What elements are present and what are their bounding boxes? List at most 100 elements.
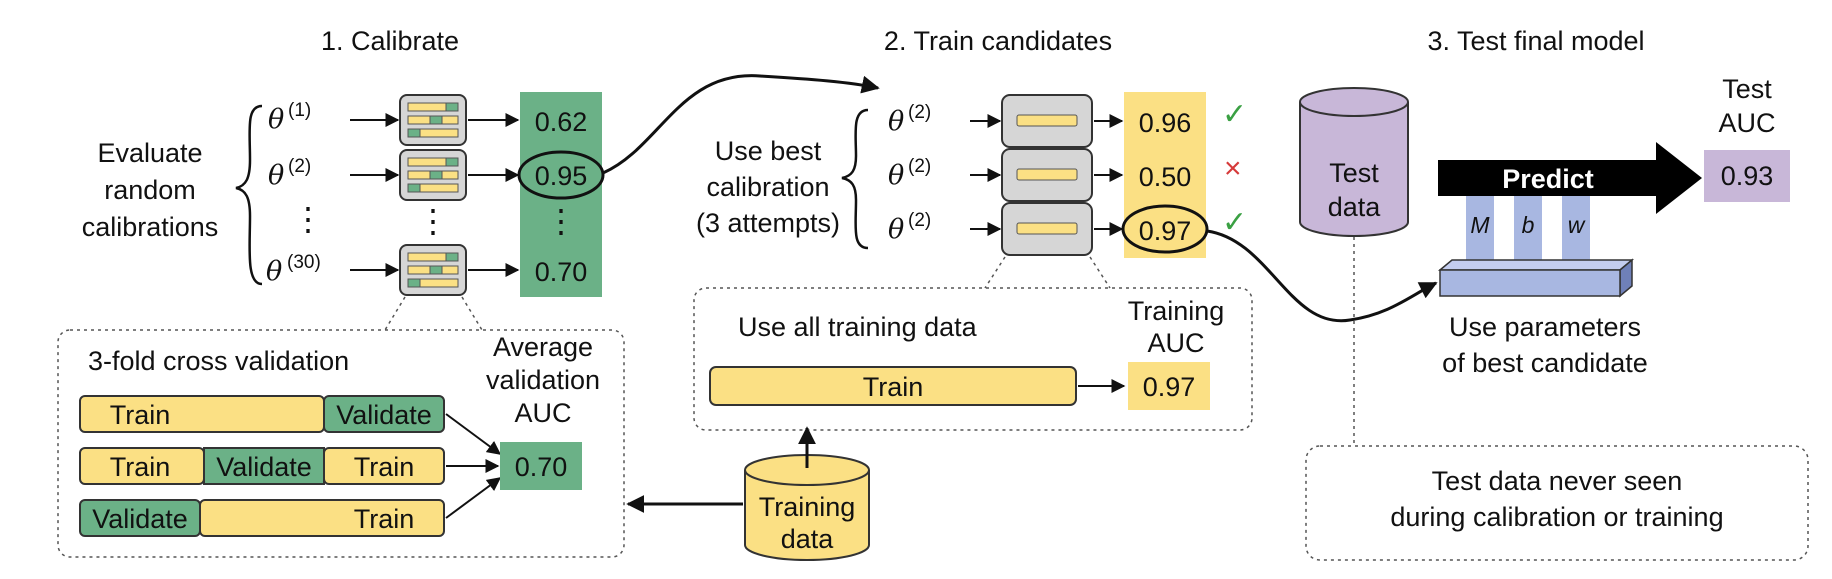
training-data-label-2: data [781,524,835,554]
train-theta-1-symbol: θ [888,106,904,137]
use-best-line-1: Use best [715,136,822,166]
test-auc-box [1704,150,1790,202]
theta-2-index: (2) [288,156,311,177]
param-strip-m [1466,193,1494,265]
training-auc-label-1: Training [1128,296,1225,326]
test-auc-value: 0.93 [1721,161,1774,191]
cv-box [57,329,625,558]
use-params-line-1: Use parameters [1449,312,1641,342]
calibrate-brace [235,104,263,286]
cv-row-3-seg-1: Validate [92,504,188,534]
theta-1: θ (1) [268,100,311,135]
use-params-line-2: of best candidate [1442,348,1648,378]
note-line-2: during calibration or training [1390,502,1723,532]
cal-auc-column [520,92,602,297]
test-auc-label-2: AUC [1718,108,1775,138]
cal-model-ellipsis: ⋮ [417,203,449,239]
avg-label-1: Average [493,332,593,362]
evaluate-line-1: Evaluate [97,138,202,168]
train-theta-3-index: (2) [908,210,931,231]
cv-title: 3-fold cross validation [88,346,349,376]
test-data-label-2: data [1328,192,1382,222]
cv-row-1-seg-2: Validate [336,400,432,430]
train-bar-label: Train [863,372,924,402]
note-line-1: Test data never seen [1432,466,1683,496]
cv-row-1-seg-1: Train [110,400,171,430]
cv-zoom-line-left [384,296,406,331]
cv-row-3: Validate Train [79,499,445,537]
theta-30: θ (30) [266,252,321,287]
cv-row-1: Train Validate [79,395,445,433]
param-strip-b [1514,193,1542,265]
param-w: w [1568,212,1586,238]
train-data-box [693,287,1253,431]
train-auc-column [1124,92,1206,258]
avg-value-box [500,442,582,490]
cross-icon: × [1224,152,1242,185]
theta-1-symbol: θ [268,104,284,135]
train-zoom-line-left [984,256,1006,289]
theta-30-symbol: θ [266,256,282,287]
check-icon-2: ✓ [1222,206,1247,239]
cv-arrow-1 [445,413,502,455]
cv-row-2-seg-1: Train [110,452,171,482]
train-auc-1: 0.96 [1139,108,1192,138]
training-data-cylinder [744,454,870,561]
cv-row-2-seg-3: Train [354,452,415,482]
training-auc-label-2: AUC [1147,328,1204,358]
train-theta-2-index: (2) [908,156,931,177]
test-auc-label-1: Test [1722,74,1772,104]
train-model-1 [1001,94,1093,148]
avg-label-2: validation [486,365,600,395]
note-box [1305,445,1809,561]
train-title: 2. Train candidates [884,26,1112,56]
test-data-cylinder [1299,87,1409,237]
train-theta-1: θ (2) [888,102,931,137]
use-best-line-2: calibration [706,172,829,202]
training-auc-box [1128,362,1210,410]
train-theta-2: θ (2) [888,156,931,191]
test-title: 3. Test final model [1427,26,1644,56]
predict-label: Predict [1502,164,1594,194]
theta-ellipsis: ⋮ [292,201,324,237]
train-brace [841,108,869,250]
train-model-3 [1001,202,1093,256]
cal-auc-2: 0.95 [535,161,588,191]
avg-value: 0.70 [515,452,568,482]
test-data-label-1: Test [1329,158,1379,188]
cal-model-30 [399,244,467,296]
train-theta-1-index: (2) [908,102,931,123]
check-icon: ✓ [1222,98,1247,131]
train-theta-3: θ (2) [888,210,931,245]
param-m: M [1470,212,1490,238]
arrow-best-to-train [602,74,880,175]
cv-arrow-3 [445,477,502,519]
avg-label-3: AUC [514,398,571,428]
predict-arrow [1438,142,1702,214]
theta-1-index: (1) [288,100,311,121]
use-best-line-3: (3 attempts) [696,208,840,238]
train-theta-3-symbol: θ [888,214,904,245]
arrow-candidate-to-params [1206,229,1438,323]
cal-auc-1: 0.62 [535,107,588,137]
cal-auc-ellipsis: ⋮ [545,203,577,239]
train-auc-2: 0.50 [1139,162,1192,192]
best-candidate-highlight [1121,204,1209,254]
cv-row-2-seg-2: Validate [216,452,312,482]
cal-model-2 [399,149,467,201]
parameters-slab [1437,258,1635,298]
best-auc-highlight [517,150,605,200]
theta-30-index: (30) [287,252,321,273]
train-theta-2-symbol: θ [888,160,904,191]
train-model-2 [1001,148,1093,202]
train-zoom-line-right [1089,256,1111,289]
theta-2: θ (2) [268,156,311,191]
cal-model-1 [399,94,467,146]
param-b: b [1522,212,1535,238]
cv-zoom-line-right [461,296,483,331]
evaluate-line-2: random [104,175,196,205]
train-box-title: Use all training data [738,312,978,342]
theta-2-symbol: θ [268,160,284,191]
train-auc-3: 0.97 [1139,216,1192,246]
